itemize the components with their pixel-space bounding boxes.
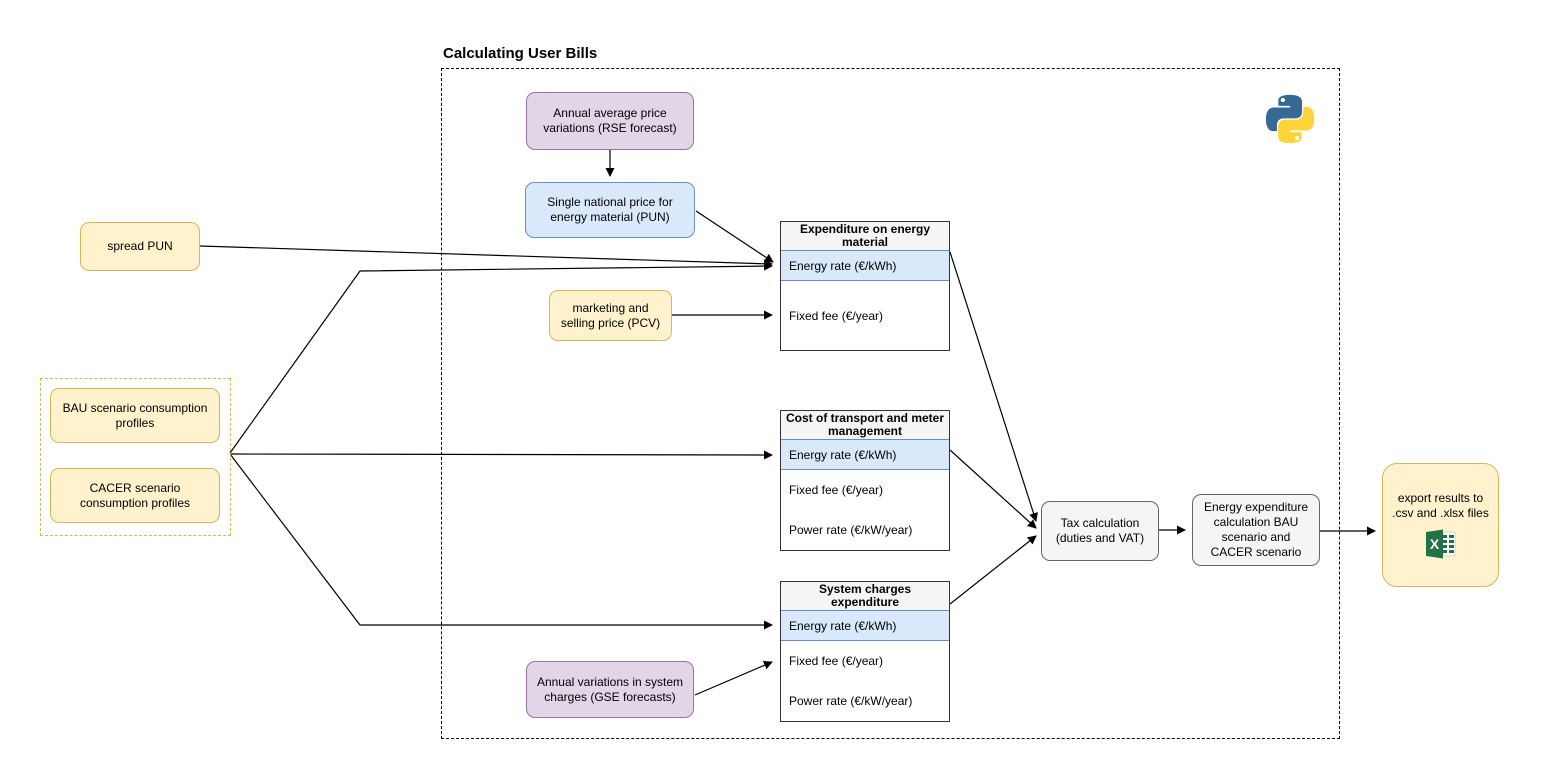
table-row-energy-rate[interactable]: Energy rate (€/kWh) [781, 610, 949, 641]
excel-icon: X [1425, 529, 1455, 559]
svg-text:X: X [1429, 536, 1439, 552]
node-single-national-price-pun[interactable]: Single national price for energy materia… [525, 182, 695, 238]
table-row-energy-rate[interactable]: Energy rate (€/kWh) [781, 439, 949, 470]
table-row-energy-rate[interactable]: Energy rate (€/kWh) [781, 250, 949, 281]
consumption-profiles-group [40, 378, 231, 536]
table-row-power-rate[interactable]: Power rate (€/kW/year) [781, 510, 949, 549]
python-logo-icon [1265, 94, 1315, 144]
table-row-power-rate[interactable]: Power rate (€/kW/year) [781, 681, 949, 720]
node-bau-consumption-profiles[interactable]: BAU scenario consumption profiles [50, 388, 220, 443]
diagram-title: Calculating User Bills [443, 45, 598, 62]
node-energy-expenditure-calculation[interactable]: Energy expenditure calculation BAU scena… [1192, 494, 1320, 566]
table-header: Cost of transport and meter management [781, 411, 949, 439]
node-spread-pun[interactable]: spread PUN [80, 222, 200, 271]
table-header: Expenditure on energy material [781, 222, 949, 250]
export-results-label: export results to .csv and .xlsx files [1392, 491, 1489, 520]
node-marketing-selling-price-pcv[interactable]: marketing and selling price (PCV) [549, 290, 672, 341]
table-expenditure-energy-material[interactable]: Expenditure on energy material Energy ra… [780, 221, 950, 351]
node-tax-calculation[interactable]: Tax calculation (duties and VAT) [1041, 501, 1159, 561]
table-header: System charges expenditure [781, 582, 949, 610]
table-row-fixed-fee[interactable]: Fixed fee (€/year) [781, 470, 949, 510]
table-row-fixed-fee[interactable]: Fixed fee (€/year) [781, 641, 949, 681]
table-row-fixed-fee[interactable]: Fixed fee (€/year) [781, 281, 949, 350]
table-cost-transport-meter-management[interactable]: Cost of transport and meter management E… [780, 410, 950, 551]
node-export-results[interactable]: export results to .csv and .xlsx files X [1382, 463, 1499, 587]
table-system-charges-expenditure[interactable]: System charges expenditure Energy rate (… [780, 581, 950, 722]
node-cacer-consumption-profiles[interactable]: CACER scenario consumption profiles [50, 468, 220, 523]
node-annual-average-price-variations[interactable]: Annual average price variations (RSE for… [526, 92, 694, 150]
node-annual-variations-system-charges[interactable]: Annual variations in system charges (GSE… [526, 661, 694, 718]
